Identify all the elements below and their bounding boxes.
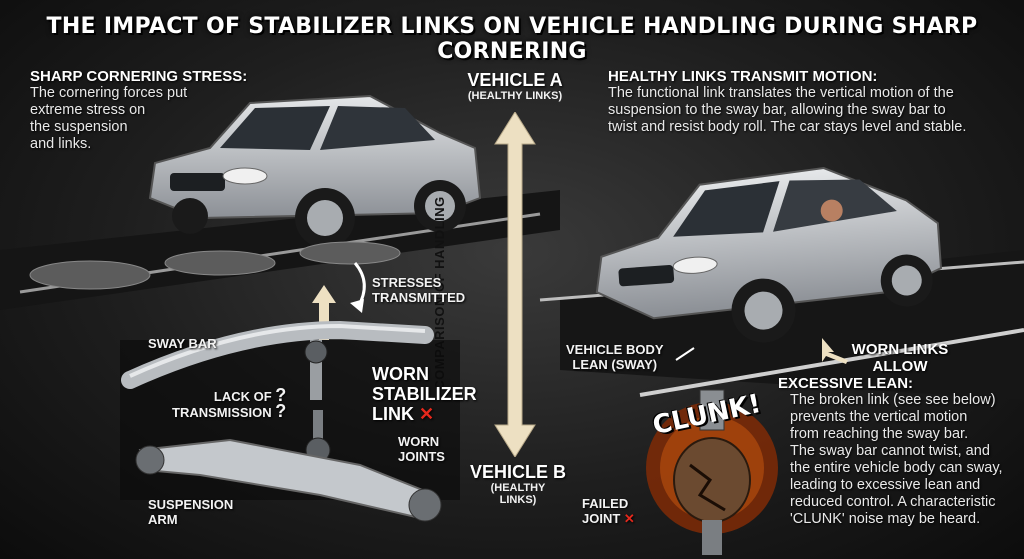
worn-links-line: 'CLUNK' noise may be heard. <box>790 511 981 527</box>
speed-bump <box>164 250 276 276</box>
arrow-up-head <box>494 112 536 457</box>
car-a-left-wheel <box>172 198 208 234</box>
cornering-stress-line: extreme stress on <box>30 102 146 118</box>
failed-line: JOINT ✕ <box>582 511 635 526</box>
worn-links-heading: ALLOW <box>872 358 928 375</box>
worn-line: LINK ✕ <box>372 404 435 424</box>
pointer-arrow <box>675 347 695 361</box>
vehicle-b-name: VEHICLE B <box>469 462 566 482</box>
link-joint-upper <box>304 340 328 364</box>
body-lean-line: VEHICLE BODY <box>566 342 664 357</box>
arm-bushing-right <box>408 488 442 522</box>
healthy-links-line: The functional link translates the verti… <box>608 85 954 101</box>
car-b-headlight <box>672 256 718 274</box>
car-b-windshield <box>673 181 780 237</box>
body-lean-line: LEAN (SWAY) <box>572 357 658 372</box>
body-lean-label: VEHICLE BODY LEAN (SWAY) <box>566 342 664 372</box>
sway-bar-highlight <box>129 323 426 378</box>
worn-links-line: reduced control. A characteristic <box>790 494 996 510</box>
vehicle-b-label: VEHICLE B (HEALTHY LINKS) <box>448 462 588 506</box>
worn-links-heading: EXCESSIVE LEAN: <box>778 375 914 392</box>
page-title: THE IMPACT OF STABILIZER LINKS ON VEHICL… <box>46 14 978 64</box>
comparison-double-arrow <box>494 112 536 457</box>
driver-figure <box>820 199 843 222</box>
worn-line: STABILIZER <box>372 384 477 404</box>
crack-icon <box>689 463 726 512</box>
speed-bump <box>299 241 401 265</box>
speed-bump <box>29 260 151 290</box>
failed-joint-rod <box>702 520 722 555</box>
stress-arrows <box>312 262 366 340</box>
worn-links-line: The broken link (see see below) <box>790 392 996 408</box>
arrow-head <box>350 299 364 313</box>
car-a-grille <box>170 173 225 191</box>
healthy-links-heading: HEALTHY LINKS TRANSMIT MOTION: <box>608 68 878 85</box>
vehicle-a-car <box>148 94 482 248</box>
worn-links-line: leading to excessive lean and <box>790 477 981 493</box>
worn-line: WORN <box>372 364 429 384</box>
lean-arrows <box>675 338 848 364</box>
car-a-side-window <box>320 106 435 150</box>
healthy-links-line: twist and resist body roll. The car stay… <box>608 119 967 135</box>
car-b-front-rim <box>744 291 783 330</box>
up-arrow-icon <box>312 285 336 340</box>
car-a-rear-rim <box>425 191 455 221</box>
lack-line: LACK OF ? <box>213 385 287 405</box>
failed-joint-ball <box>673 437 751 523</box>
vehicle-b-sub: LINKS) <box>499 494 537 506</box>
stresses-line: STRESSES <box>372 275 442 290</box>
clunk-burst <box>646 389 778 555</box>
lack-line: TRANSMISSION ? <box>172 401 287 421</box>
car-b-grille <box>618 265 675 287</box>
worn-joints-label: WORN JOINTS <box>398 434 445 464</box>
cornering-stress-line: the suspension <box>30 119 128 135</box>
suspension-line: ARM <box>148 512 178 527</box>
question-icon: ? <box>275 401 287 421</box>
double-arrow-icon <box>822 338 848 364</box>
healthy-links-note: HEALTHY LINKS TRANSMIT MOTION: The funct… <box>608 68 1008 136</box>
suspension-diagram <box>120 320 460 522</box>
cornering-stress-line: The cornering forces put <box>30 85 188 101</box>
sway-bar <box>121 320 434 389</box>
stresses-transmitted-label: STRESSES TRANSMITTED <box>372 275 465 305</box>
vehicle-a-sub: (HEALTHY LINKS) <box>467 90 563 102</box>
cross-icon: ✕ <box>623 511 635 526</box>
suspension-line: SUSPENSION <box>148 497 234 512</box>
stresses-line: TRANSMITTED <box>372 290 466 305</box>
worn-links-line: the entire vehicle body can sway, <box>790 460 1003 476</box>
arm-bushing-left <box>135 445 165 475</box>
cornering-stress-line: and links. <box>30 136 92 152</box>
vehicle-b-car <box>595 167 943 343</box>
worn-joints-line: WORN <box>398 434 440 449</box>
worn-links-heading: WORN LINKS <box>851 341 949 358</box>
speed-bumps <box>29 241 401 290</box>
failed-joint-stud <box>699 389 725 431</box>
question-icon: ? <box>275 385 287 405</box>
cross-icon: ✕ <box>419 404 435 424</box>
lack-of-transmission-label: LACK OF ? TRANSMISSION ? <box>172 385 287 421</box>
worn-links-line: The sway bar cannot twist, and <box>790 443 990 459</box>
vehicle-a-name: VEHICLE A <box>467 70 563 90</box>
worn-joints-line: JOINTS <box>398 449 445 464</box>
failed-joint-label: FAILED JOINT ✕ <box>582 496 635 526</box>
car-a-headlight <box>222 167 268 185</box>
worn-links-line: from reaching the sway bar. <box>790 426 969 442</box>
vehicle-b-sub: (HEALTHY <box>490 482 546 494</box>
worn-links-line: prevents the vertical motion <box>790 409 968 425</box>
worn-links-note: WORN LINKS ALLOW EXCESSIVE LEAN: The bro… <box>778 341 1010 528</box>
car-a-windshield <box>220 106 330 150</box>
vehicle-a-label: VEHICLE A (HEALTHY LINKS) <box>440 70 590 102</box>
failed-line: FAILED <box>582 496 629 511</box>
sway-bar-label: SWAY BAR <box>148 336 217 351</box>
road-marking-b2 <box>639 328 1024 397</box>
worn-stabilizer-link-label: WORN STABILIZER LINK ✕ <box>372 364 477 424</box>
cornering-stress-heading: SHARP CORNERING STRESS: <box>30 68 248 85</box>
healthy-links-line: suspension to the sway bar, allowing the… <box>608 102 946 118</box>
car-b-rear-rim <box>891 265 922 296</box>
stabilizer-link-lower <box>313 410 323 450</box>
suspension-arm-label: SUSPENSION ARM <box>148 497 233 527</box>
cornering-stress-note: SHARP CORNERING STRESS: The cornering fo… <box>30 68 270 153</box>
car-a-front-rim <box>307 200 343 236</box>
